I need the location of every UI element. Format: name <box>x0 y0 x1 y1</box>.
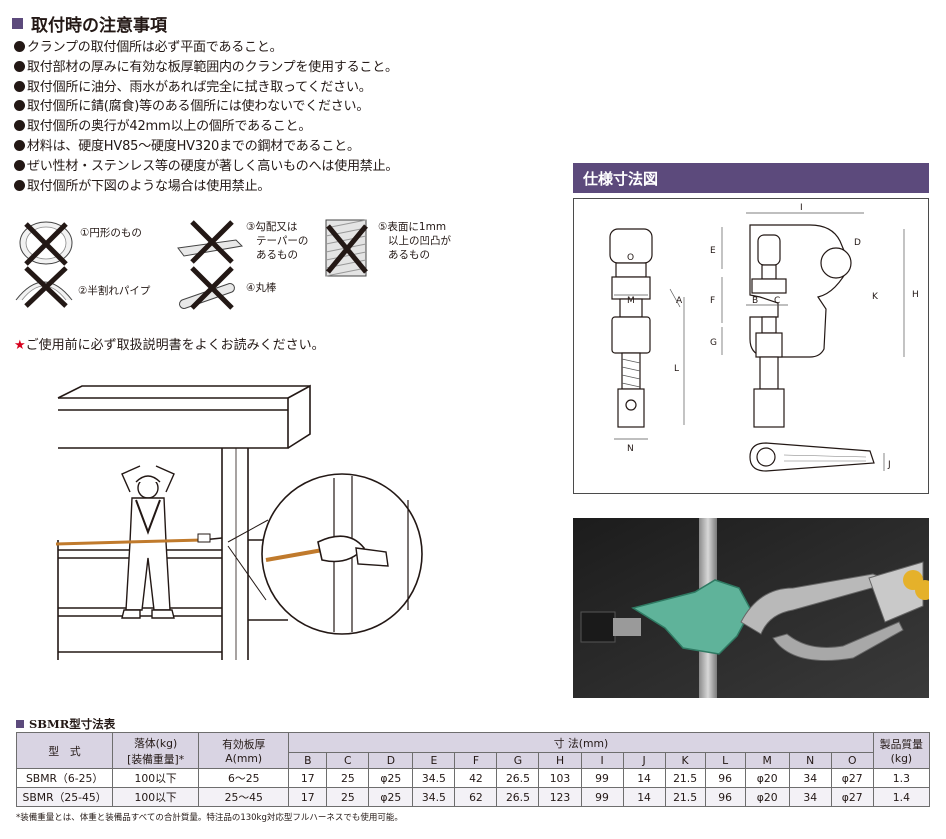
table-title: SBMR型寸法表 <box>16 716 115 732</box>
heading-square-icon <box>12 17 23 29</box>
dim-label-d: D <box>854 238 861 248</box>
bullet-icon <box>14 179 25 191</box>
prohibited-label-taper-1: ③勾配又は <box>246 221 298 233</box>
prohibited-label-round: ①円形のもの <box>80 227 142 239</box>
header-dim: G <box>496 752 540 769</box>
bullet-icon <box>14 159 25 171</box>
header-dim: M <box>744 752 790 769</box>
dim-label-l: L <box>674 364 679 374</box>
prohibited-label-taper-3: あるもの <box>256 249 298 261</box>
clamp-photo-image <box>573 518 929 698</box>
dim-label-m: M <box>627 296 635 306</box>
uneven-surface-prohibited-icon <box>325 219 368 277</box>
warning-text: ご使用前に必ず取扱説明書をよくお読みください。 <box>25 338 325 353</box>
prohibited-label-surface-3: あるもの <box>388 249 430 261</box>
dim-label-n: N <box>627 444 634 454</box>
prohibited-label-surface-2: 以上の凹凸が <box>388 235 451 247</box>
manual-warning: ★ご使用前に必ず取扱説明書をよくお読みください。 <box>14 334 325 353</box>
list-item: 材料は、硬度HV85～硬度HV320までの鋼材であること。 <box>14 137 554 157</box>
header-load: 落体(kg) [装備重量]* <box>112 732 200 769</box>
header-dim: L <box>704 752 746 769</box>
tapered-object-prohibited-icon <box>177 220 244 264</box>
dim-label-j: J <box>887 460 891 470</box>
bullet-icon <box>14 120 25 132</box>
header-model: 型 式 <box>15 732 114 769</box>
prohibited-label-taper-2: テーパーの <box>256 235 309 247</box>
list-item: 取付個所に錆(腐食)等のある個所には使わないでください。 <box>14 97 554 117</box>
header-dim: H <box>538 752 582 769</box>
dim-label-h: H <box>912 290 919 300</box>
dim-label-e: E <box>710 246 716 256</box>
list-item: クランプの取付個所は必ず平面であること。 <box>14 38 554 58</box>
dim-label-c: C <box>774 296 780 306</box>
bullet-icon <box>14 100 25 112</box>
list-item: 取付個所に油分、雨水があれば完全に拭き取ってください。 <box>14 78 554 98</box>
header-dim: D <box>368 752 414 769</box>
list-item: 取付部材の厚みに有効な板厚範囲内のクランプを使用すること。 <box>14 58 554 78</box>
list-item: 取付個所が下図のような場合は使用禁止。 <box>14 177 554 197</box>
bullet-icon <box>14 60 25 72</box>
header-dim: J <box>622 752 666 769</box>
header-dimensions: 寸 法(mm) <box>288 732 874 753</box>
dimension-drawing: I E O D M A F B C H K G L N J <box>609 203 919 472</box>
round-object-prohibited-icon <box>19 221 73 266</box>
notes-title: 取付時の注意事項 <box>31 15 167 36</box>
dim-label-a: A <box>676 296 683 306</box>
notes-heading: 取付時の注意事項 <box>12 10 167 36</box>
table-footnote: *装備重量とは、体重と装備品すべての合計質量。特注品の130kg対応型フルハーネ… <box>16 813 403 823</box>
heading-square-icon <box>16 720 24 728</box>
installation-illustration <box>55 384 423 660</box>
header-weight: 製品質量 (kg) <box>872 732 931 769</box>
bullet-icon <box>14 41 25 52</box>
star-icon: ★ <box>14 338 26 353</box>
spec-drawing-title: 仕様寸法図 <box>573 163 929 193</box>
header-dim: N <box>788 752 832 769</box>
notes-list: クランプの取付個所は必ず平面であること。 取付部材の厚みに有効な板厚範囲内のクラ… <box>14 38 554 196</box>
list-item: 取付個所の奥行が42mm以上の個所であること。 <box>14 117 554 137</box>
header-dim: F <box>454 752 498 769</box>
dimension-table: 型 式 落体(kg) [装備重量]* 有効板厚 A(mm) 寸 法(mm) 製品… <box>15 732 931 807</box>
prohibited-label-half-pipe: ②半割れパイプ <box>78 285 151 297</box>
header-dim: C <box>326 752 370 769</box>
round-bar-prohibited-icon <box>179 266 235 310</box>
dim-label-b: B <box>752 296 758 306</box>
spec-drawing-box: I E O D M A F B C H K G L N J <box>573 198 929 494</box>
header-dim: K <box>664 752 706 769</box>
header-thickness: 有効板厚 A(mm) <box>198 732 290 769</box>
dim-label-i: I <box>800 203 803 213</box>
table-row: SBMR（6-25） 100以下 6～25 17 25 φ25 34.5 42 … <box>15 768 931 788</box>
dim-label-o: O <box>627 253 634 263</box>
list-item: ぜい性材・ステンレス等の硬度が著しく高いものへは使用禁止。 <box>14 157 554 177</box>
header-dim: E <box>412 752 456 769</box>
product-photo <box>573 518 929 698</box>
dim-label-f: F <box>710 296 715 306</box>
prohibited-label-bar: ④丸棒 <box>246 282 277 294</box>
header-dim: B <box>288 752 328 769</box>
dim-label-g: G <box>710 338 717 348</box>
dim-label-k: K <box>872 292 879 302</box>
prohibited-label-surface-1: ⑤表面に1mm <box>378 221 447 233</box>
header-dim: O <box>830 752 874 769</box>
half-pipe-prohibited-icon <box>15 266 73 308</box>
header-dim: I <box>580 752 624 769</box>
bullet-icon <box>14 80 25 92</box>
bullet-icon <box>14 139 25 151</box>
table-row: SBMR（25-45） 100以下 25～45 17 25 φ25 34.5 6… <box>15 787 931 807</box>
